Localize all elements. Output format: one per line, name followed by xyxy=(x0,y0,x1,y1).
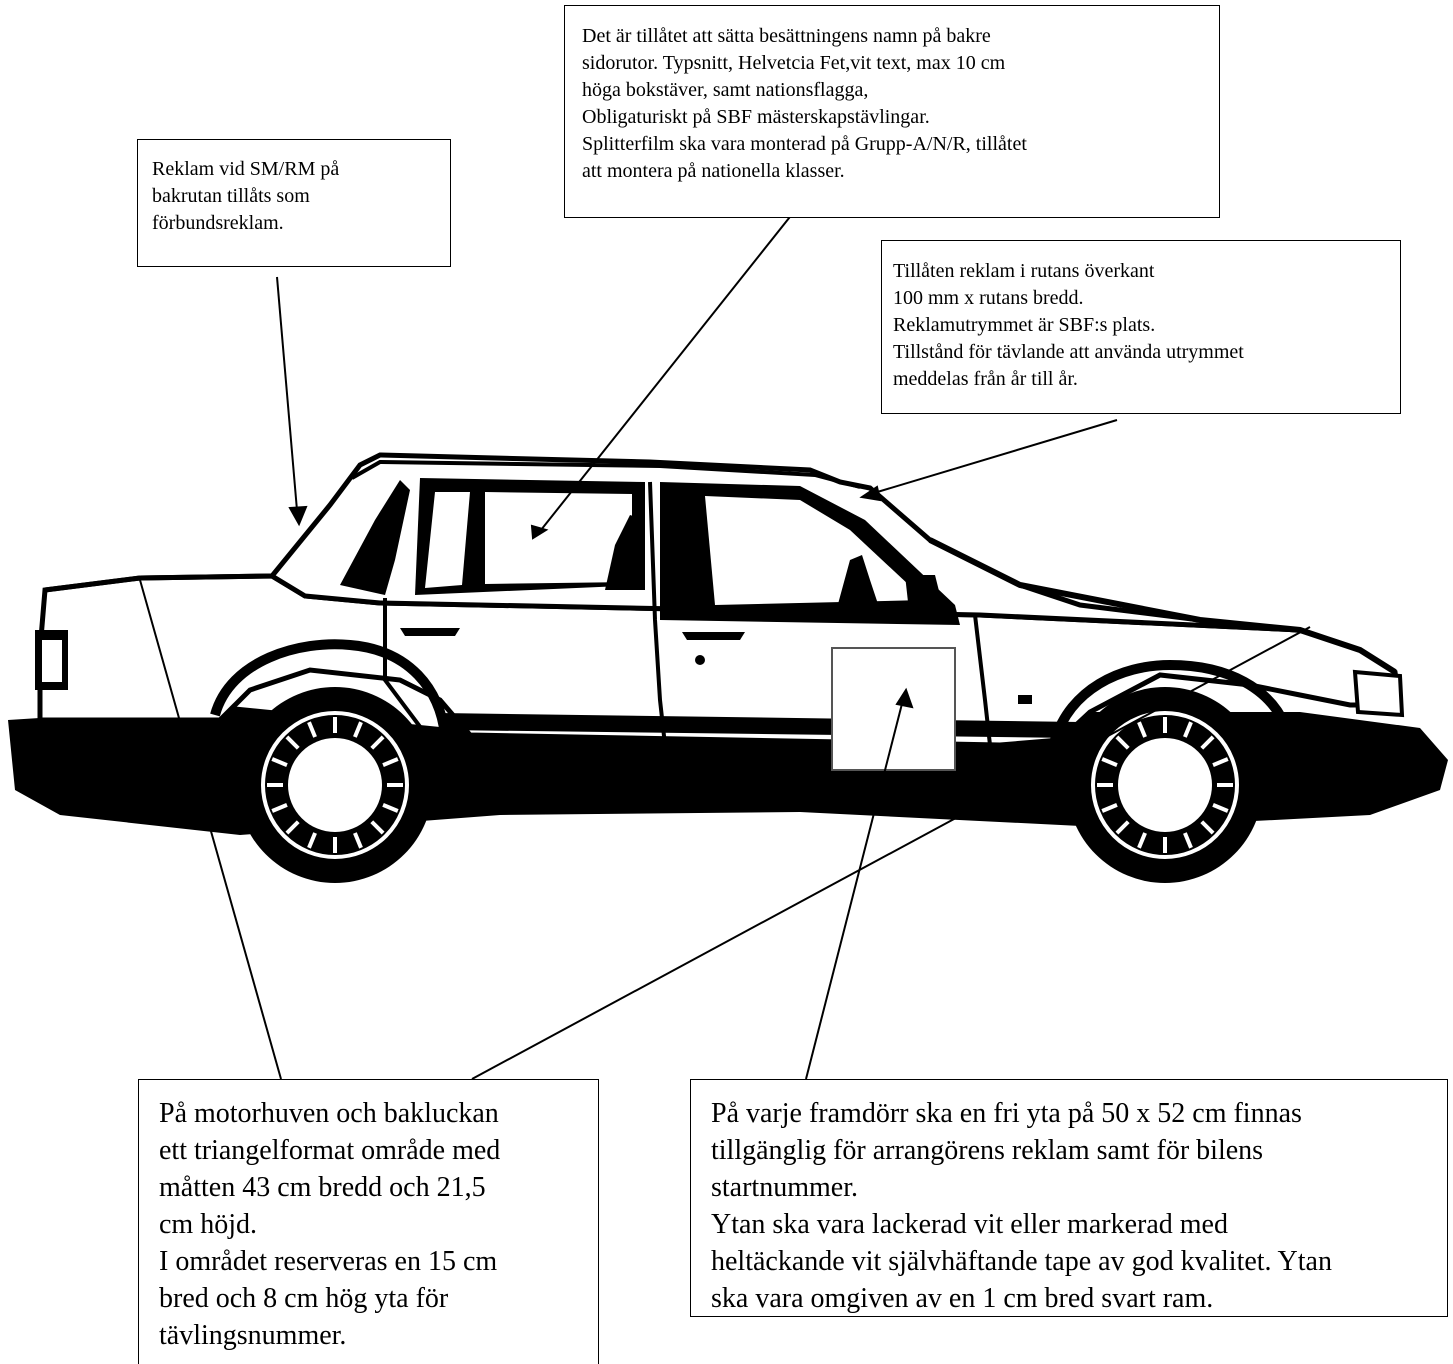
rear-door-window-glass-2 xyxy=(485,492,632,584)
wheel-spoke xyxy=(1101,757,1118,767)
rear-passenger-silhouette xyxy=(605,515,645,590)
wheel-spoke xyxy=(382,757,399,767)
headlight xyxy=(1352,669,1405,718)
callout-line: Ytan ska vara lackerad vit eller markera… xyxy=(711,1209,1228,1240)
pointer-hood-trunk-2 xyxy=(471,626,1311,1080)
callout-line: bred och 8 cm hög yta för xyxy=(159,1283,449,1314)
trunk-line xyxy=(44,573,273,593)
driver-silhouette xyxy=(835,555,880,615)
side-mirror xyxy=(905,575,945,620)
callout-line: På varje framdörr ska en fri yta på 50 x… xyxy=(711,1098,1302,1129)
callout-line: tävlingsnummer. xyxy=(159,1320,347,1351)
wheel-spoke xyxy=(1183,721,1193,738)
callout-line: ska vara omgiven av en 1 cm bred svart r… xyxy=(711,1283,1214,1314)
wheel-spoke xyxy=(285,735,300,750)
wheel-spoke xyxy=(382,803,399,813)
pointer-rear-window-arrowhead xyxy=(288,505,308,527)
callout-line: bakrutan tillåts som xyxy=(152,185,310,207)
hood-line xyxy=(928,537,1397,675)
rear-rim xyxy=(261,711,409,859)
rear-wheel-arch xyxy=(210,639,450,736)
wheel-spoke xyxy=(307,832,317,849)
front-door-handle xyxy=(682,632,745,640)
wheel-spoke xyxy=(1183,832,1193,849)
wheel-spoke xyxy=(307,721,317,738)
front-wheel xyxy=(1067,687,1263,883)
wheel-spoke xyxy=(353,832,363,849)
callout-line: Reklamutrymmet är SBF:s plats. xyxy=(893,314,1156,336)
wheel-spoke xyxy=(1115,820,1130,835)
roof-line xyxy=(351,459,861,489)
door-ad-panel xyxy=(831,647,956,771)
wheel-spoke xyxy=(370,735,385,750)
front-wheel-arch xyxy=(1050,659,1290,742)
wheel-spoke xyxy=(1212,757,1229,767)
taillight-lens xyxy=(42,640,62,682)
callout-rear-window-advertising: Reklam vid SM/RM på bakrutan tillåts som… xyxy=(137,139,451,267)
pointer-rear-window xyxy=(276,276,299,523)
callout-line: måtten 43 cm bredd och 21,5 xyxy=(159,1172,486,1203)
wheel-spoke xyxy=(1212,803,1229,813)
callout-line: startnummer. xyxy=(711,1172,858,1203)
wheel-spoke xyxy=(353,721,363,738)
pointer-crew-names xyxy=(536,207,798,536)
pointer-hood-trunk-1 xyxy=(139,579,282,1080)
rear-door-window-glass xyxy=(425,492,470,588)
callout-line: att montera på nationella klasser. xyxy=(582,160,845,182)
rear-hub xyxy=(288,738,382,832)
wheel-spoke xyxy=(1200,735,1215,750)
rear-quarter-window xyxy=(340,480,410,595)
pointer-lines xyxy=(139,207,1311,1080)
wheel-spoke xyxy=(1137,832,1147,849)
callout-line: heltäckande vit självhäftande tape av go… xyxy=(711,1246,1332,1277)
wheel-spoke xyxy=(1101,803,1118,813)
callout-line: höga bokstäver, samt nationsflagga, xyxy=(582,79,869,101)
wheel-spoke xyxy=(271,803,288,813)
callout-line: förbundsreklam. xyxy=(152,212,284,234)
rear-door-seam xyxy=(383,598,432,742)
wheel-spoke xyxy=(285,820,300,835)
front-hub xyxy=(1118,738,1212,832)
callout-line: Splitterfilm ska vara monterad på Grupp-… xyxy=(582,133,1027,155)
callout-line: meddelas från år till år. xyxy=(893,368,1078,390)
pointer-crew-names-arrowhead xyxy=(530,524,549,540)
callout-line: Tillstånd för tävlande att använda utrym… xyxy=(893,341,1244,363)
wheel-spoke xyxy=(1200,820,1215,835)
pointer-windshield xyxy=(863,419,1118,497)
wheel-spoke xyxy=(1115,735,1130,750)
wheel-spoke xyxy=(370,820,385,835)
callout-line: På motorhuven och bakluckan xyxy=(159,1098,499,1129)
wheel-spoke xyxy=(1137,721,1147,738)
wheel-spokes xyxy=(267,717,1233,853)
rear-door-handle xyxy=(400,628,460,636)
callout-line: cm höjd. xyxy=(159,1209,257,1240)
front-rim xyxy=(1091,711,1239,859)
callout-line: Reklam vid SM/RM på xyxy=(152,158,340,180)
callout-hood-and-trunk-area: På motorhuven och bakluckan ett triangel… xyxy=(138,1079,599,1364)
side-marker xyxy=(1018,695,1032,704)
callout-line: Obligaturiskt på SBF mästerskapstävlinga… xyxy=(582,106,930,128)
pointer-front-door-arrowhead xyxy=(895,687,914,709)
callout-crew-names-side-windows: Det är tillåtet att sätta besättningens … xyxy=(564,5,1220,218)
callout-line: ett triangelformat område med xyxy=(159,1135,501,1166)
callout-line: sidorutor. Typsnitt, Helvetcia Fet,vit t… xyxy=(582,52,1006,74)
callout-line: Tillåten reklam i rutans överkant xyxy=(893,260,1155,282)
pointer-front-door xyxy=(805,691,906,1080)
callout-windshield-advertising: Tillåten reklam i rutans överkant 100 mm… xyxy=(881,240,1401,414)
callout-line: 100 mm x rutans bredd. xyxy=(893,287,1084,309)
callout-line: Det är tillåtet att sätta besättningens … xyxy=(582,25,991,47)
front-door-window-glass xyxy=(705,496,925,605)
callout-line: tillgänglig för arrangörens reklam samt … xyxy=(711,1135,1264,1166)
rear-wheel xyxy=(237,687,433,883)
wheel-spoke xyxy=(271,757,288,767)
callout-line: I området reserveras en 15 cm xyxy=(159,1246,498,1277)
fuel-cap xyxy=(695,655,705,665)
pointer-windshield-arrowhead xyxy=(859,485,882,502)
callout-front-door-area: På varje framdörr ska en fri yta på 50 x… xyxy=(690,1079,1448,1317)
